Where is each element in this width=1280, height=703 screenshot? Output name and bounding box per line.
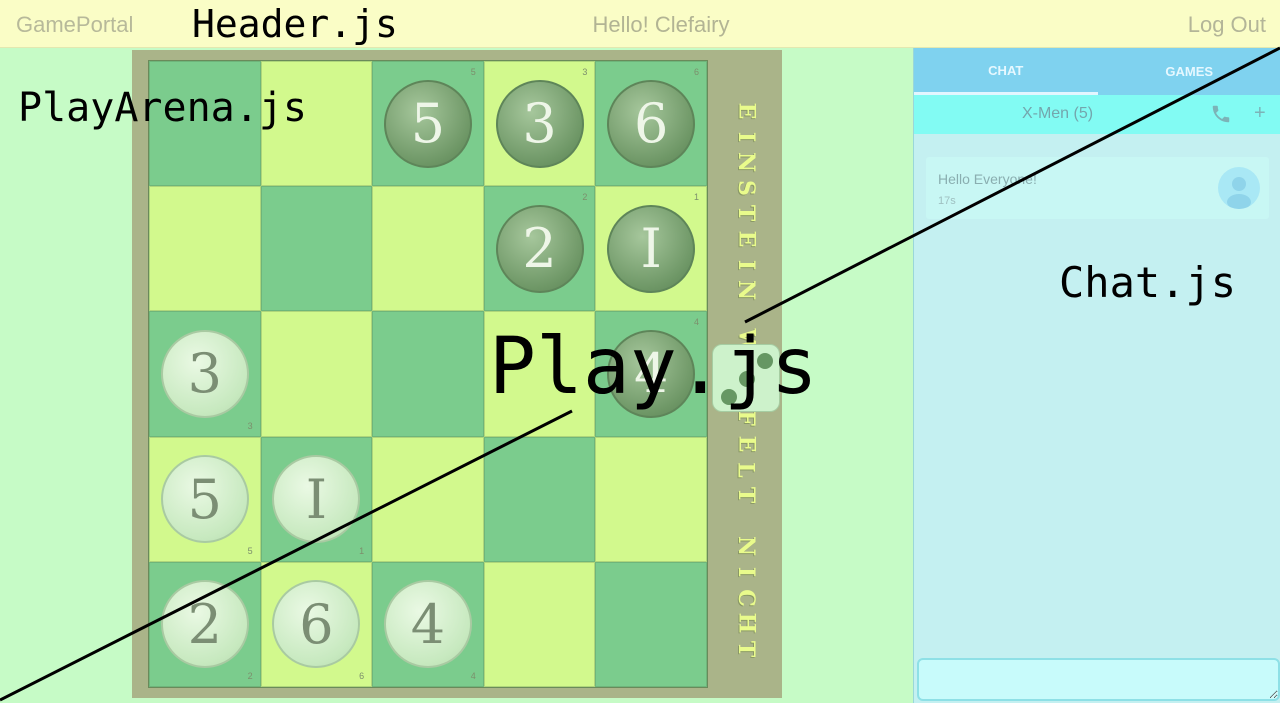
title-letter: N [732,280,759,301]
dice-pip [757,353,773,369]
title-letter: I [732,131,759,142]
chat-panel: CHAT GAMES X-Men (5) + Hello Everyone! 1… [913,48,1280,703]
cell-index: 1 [359,545,365,556]
title-letter: N [732,152,759,173]
annotation-play: Play.js [489,322,818,412]
game-piece[interactable]: I [272,455,361,544]
title-letter: C [732,588,759,607]
message-text: Hello Everyone! [938,171,1037,187]
game-piece[interactable]: 6 [272,580,361,669]
game-piece[interactable]: 3 [160,329,249,418]
cell-index: 2 [582,192,588,203]
board-cell[interactable] [372,436,484,562]
board-cell[interactable] [260,186,373,312]
title-letter: I [732,566,759,578]
title-letter: T [733,640,759,657]
cell-index: 3 [247,420,253,431]
chat-tabs: CHAT GAMES [914,48,1280,95]
title-letter: S [732,179,759,196]
title-letter: T [733,486,759,504]
cell-index: 6 [693,67,699,77]
dice-pip [739,371,755,387]
game-piece[interactable]: 3 [495,79,584,168]
title-letter: I [732,259,759,270]
board-cell[interactable] [595,436,707,562]
chat-input[interactable] [917,658,1280,701]
dice[interactable] [712,344,780,412]
title-letter: E [733,102,759,120]
title-letter [735,312,757,320]
title-letter: N [732,536,759,557]
title-letter [735,517,757,525]
title-letter: E [733,230,759,248]
board-cell[interactable] [483,561,596,687]
cell-index: 3 [582,67,588,77]
tab-chat[interactable]: CHAT [914,48,1098,95]
cell-index: 6 [359,670,365,681]
add-member-button[interactable]: + [1254,102,1266,124]
title-letter: F [733,410,759,427]
title-letter: H [732,612,759,634]
annotation-header: Header.js [192,2,398,46]
board-cell[interactable] [483,436,596,562]
dice-pip [721,389,737,405]
game-piece[interactable]: I [607,204,696,293]
annotation-chat: Chat.js [1059,258,1237,307]
cell-index: 2 [247,670,253,681]
game-piece[interactable]: 4 [607,329,696,418]
board-cell[interactable] [260,61,373,187]
game-piece[interactable]: 5 [383,79,472,168]
title-letter: T [733,205,759,222]
game-piece[interactable]: 5 [160,455,249,544]
tab-games[interactable]: GAMES [1165,64,1214,79]
game-piece[interactable]: 4 [383,580,472,669]
game-piece[interactable]: 2 [160,580,249,669]
user-avatar-icon [1218,167,1260,209]
board-cell[interactable] [260,311,373,437]
board-cell[interactable] [149,186,261,312]
cell-index: 5 [247,545,253,556]
room-name: X-Men (5) [1021,105,1094,122]
room-bar: X-Men (5) + [914,95,1280,134]
board-cell[interactable] [372,186,484,312]
logout-button[interactable]: Log Out [1187,12,1266,37]
board-cell[interactable] [372,311,484,437]
message-time: 17s [938,195,956,207]
title-letter: E [733,435,759,453]
brand-link[interactable]: GamePortal [16,12,134,37]
cell-index: 5 [470,67,476,77]
game-piece[interactable]: 6 [607,79,696,168]
game-piece[interactable]: 2 [495,204,584,293]
cell-index: 4 [693,317,699,328]
board-cell[interactable] [149,61,261,187]
title-letter: L [733,461,759,478]
chat-message: Hello Everyone! 17s [926,157,1269,219]
board-cell[interactable] [595,561,707,687]
header-bar: GamePortal Hello! Clefairy Log Out [0,0,1280,48]
cell-index: 4 [470,670,476,681]
phone-icon[interactable] [1210,103,1232,125]
cell-index: 1 [693,192,699,203]
annotation-arena: PlayArena.js [18,85,307,131]
